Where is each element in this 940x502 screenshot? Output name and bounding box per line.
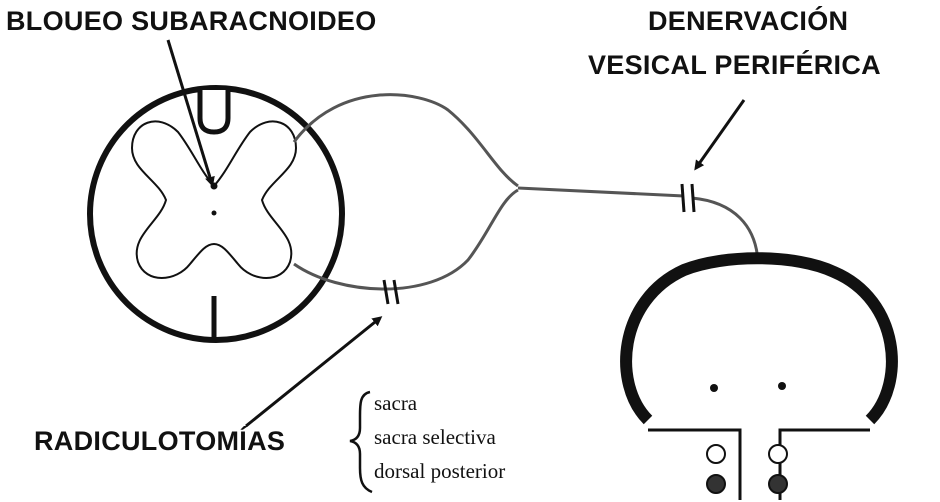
spinal-block-label: BLOUEO SUBARACNOIDEO bbox=[6, 6, 377, 37]
sphincter-marker-left-bottom bbox=[707, 475, 725, 493]
bladder bbox=[626, 258, 892, 500]
sphincter-marker-right-bottom bbox=[769, 475, 787, 493]
list-brace bbox=[350, 392, 372, 492]
denervation-label-line2: VESICAL PERIFÉRICA bbox=[588, 50, 881, 81]
dorsal-fissure bbox=[200, 90, 228, 132]
denervation-arrow bbox=[696, 100, 744, 168]
rhizotomy-label: RADICULOTOMÍAS bbox=[34, 426, 285, 457]
pelvic-nerve bbox=[518, 188, 684, 196]
sphincter-marker-right-top bbox=[769, 445, 787, 463]
rhizotomy-type-list: sacra sacra selectiva dorsal posterior bbox=[374, 386, 505, 488]
ureter-orifice-right bbox=[778, 382, 786, 390]
list-item: dorsal posterior bbox=[374, 454, 505, 488]
list-item: sacra bbox=[374, 386, 505, 420]
rhizotomy-cut-mark bbox=[384, 280, 398, 304]
nerve-paths bbox=[294, 95, 758, 289]
urethra bbox=[648, 430, 870, 500]
bladder-wall bbox=[626, 258, 892, 420]
denervation-cut-mark bbox=[682, 184, 694, 212]
list-item: sacra selectiva bbox=[374, 420, 505, 454]
central-canal bbox=[212, 211, 217, 216]
ureter-orifice-left bbox=[710, 384, 718, 392]
spinal-cord-section bbox=[90, 88, 342, 340]
sphincter-marker-left-top bbox=[707, 445, 725, 463]
denervation-label-line1: DENERVACIÓN bbox=[648, 6, 848, 37]
